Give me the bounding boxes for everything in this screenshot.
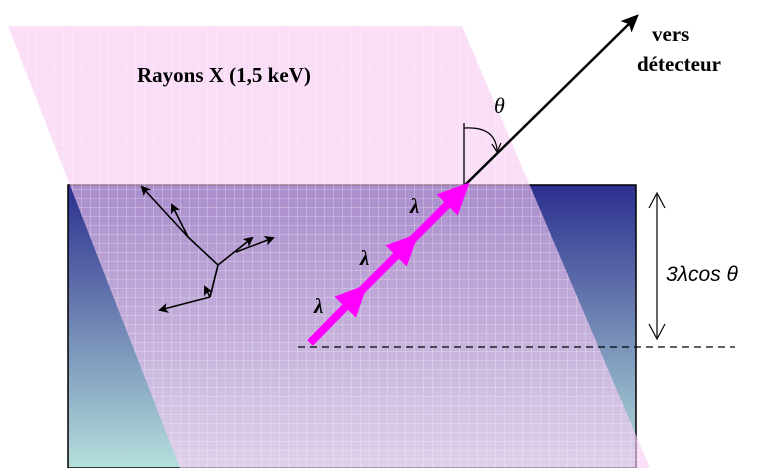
depth-label: 3λcos θ (666, 263, 739, 286)
lambda-label-3: λ (409, 194, 419, 218)
angle-label: θ (494, 93, 505, 118)
detector-label-line1: vers (652, 22, 689, 46)
beam-label: Rayons X (1,5 keV) (137, 63, 311, 87)
detector-label-line2: détecteur (637, 52, 721, 76)
detector-ray (463, 14, 639, 187)
photoelectron-path (307, 182, 470, 346)
angle-arc (463, 127, 498, 151)
lambda-label-1: λ (313, 294, 323, 318)
xray-beam (8, 26, 650, 468)
lambda-label-2: λ (359, 246, 369, 270)
depth-dimension-arrow (648, 191, 666, 341)
scattering-trajectories (140, 185, 275, 313)
